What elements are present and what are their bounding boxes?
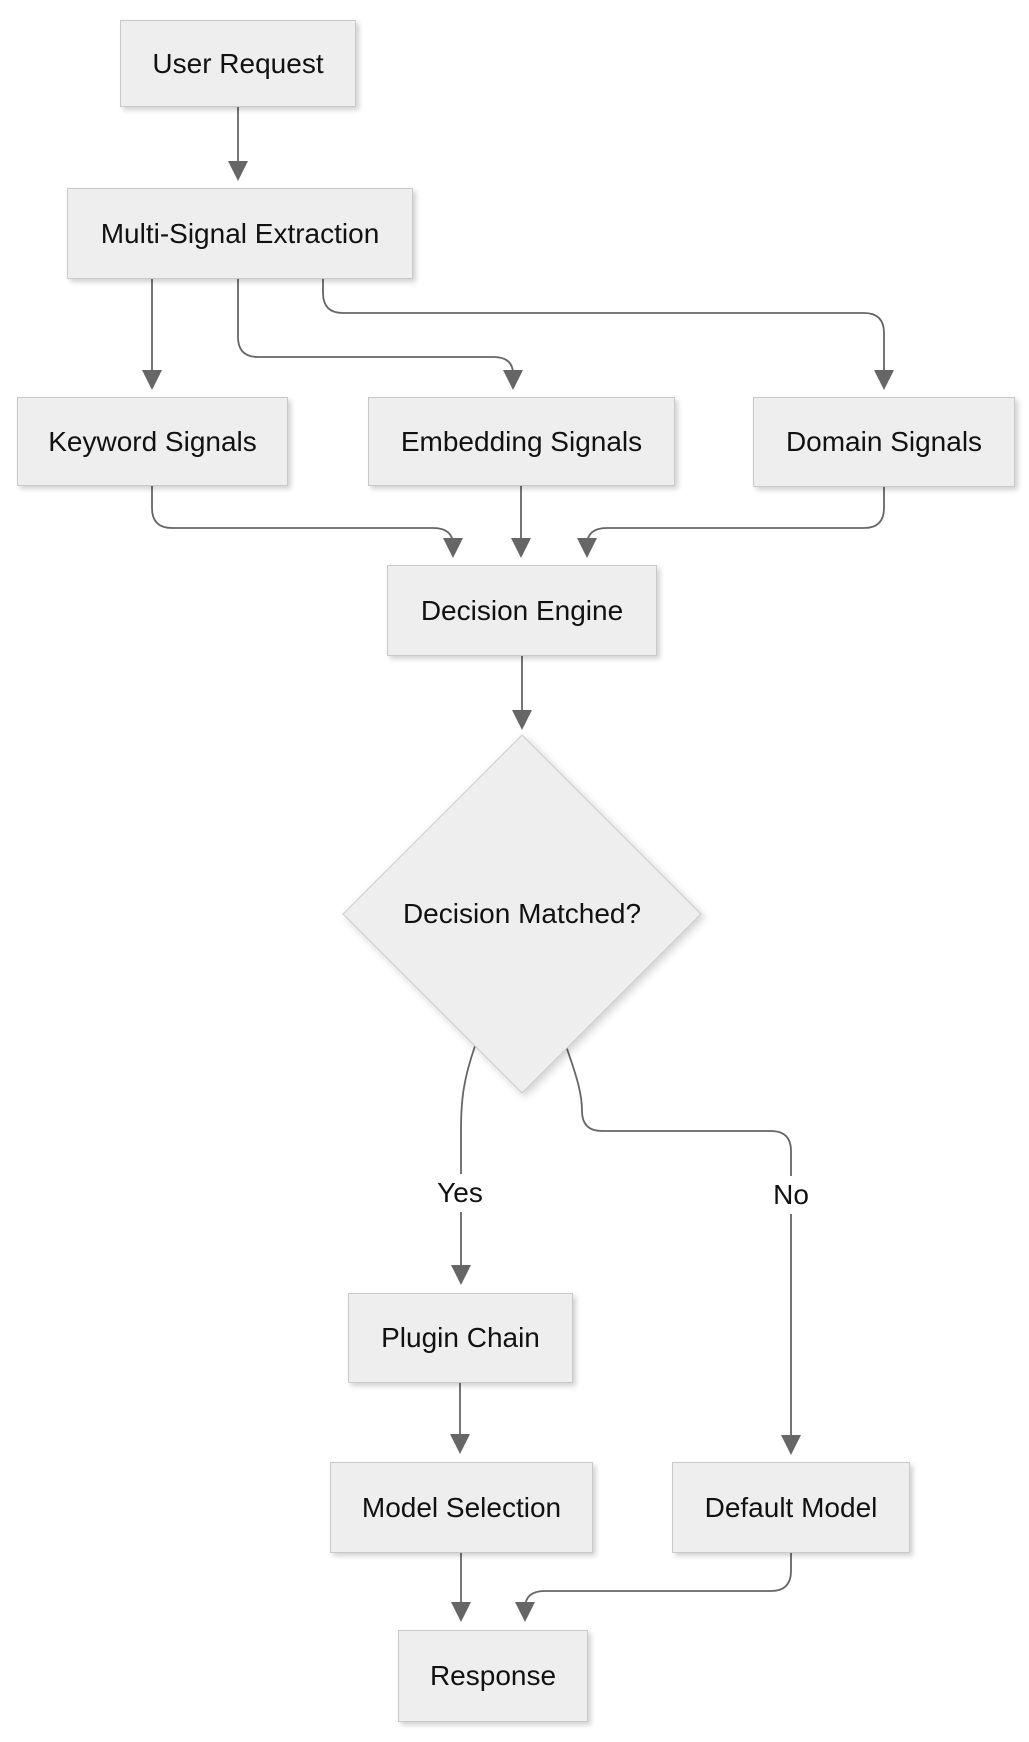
node-user-request: User Request bbox=[120, 20, 356, 107]
node-response-label: Response bbox=[429, 1660, 557, 1692]
edge-multi-signal-to-domain bbox=[322, 279, 894, 390]
edge-label-yes: Yes bbox=[429, 1174, 491, 1212]
node-multi-signal-extraction-label: Multi-Signal Extraction bbox=[100, 217, 380, 249]
node-domain-signals: Domain Signals bbox=[753, 397, 1015, 487]
edge-multi-signal-to-embedding bbox=[237, 279, 523, 390]
node-multi-signal-extraction: Multi-Signal Extraction bbox=[67, 188, 413, 279]
node-domain-signals-label: Domain Signals bbox=[785, 426, 983, 458]
node-decision-engine: Decision Engine bbox=[387, 565, 657, 656]
edge-diamond-yes-to-plugin-chain bbox=[451, 1045, 476, 1285]
node-keyword-signals-label: Keyword Signals bbox=[48, 425, 257, 457]
node-user-request-label: User Request bbox=[152, 47, 324, 79]
node-embedding-signals: Embedding Signals bbox=[368, 397, 675, 486]
edge-label-no: No bbox=[765, 1176, 817, 1214]
node-default-model: Default Model bbox=[672, 1462, 910, 1553]
node-default-model-label: Default Model bbox=[704, 1491, 878, 1523]
node-model-selection: Model Selection bbox=[330, 1462, 593, 1553]
node-keyword-signals: Keyword Signals bbox=[17, 397, 288, 486]
edge-keyword-to-decision-engine bbox=[151, 486, 463, 558]
node-decision-matched-label: Decision Matched? bbox=[402, 898, 642, 929]
node-model-selection-label: Model Selection bbox=[361, 1491, 562, 1523]
node-embedding-signals-label: Embedding Signals bbox=[400, 425, 643, 457]
edge-diamond-no-to-default-model bbox=[565, 1045, 801, 1455]
node-response: Response bbox=[398, 1630, 588, 1722]
node-plugin-chain: Plugin Chain bbox=[348, 1293, 573, 1383]
edge-domain-to-decision-engine bbox=[577, 487, 885, 558]
edge-default-model-to-response bbox=[515, 1553, 792, 1622]
node-decision-engine-label: Decision Engine bbox=[420, 594, 624, 626]
node-plugin-chain-label: Plugin Chain bbox=[381, 1322, 540, 1354]
